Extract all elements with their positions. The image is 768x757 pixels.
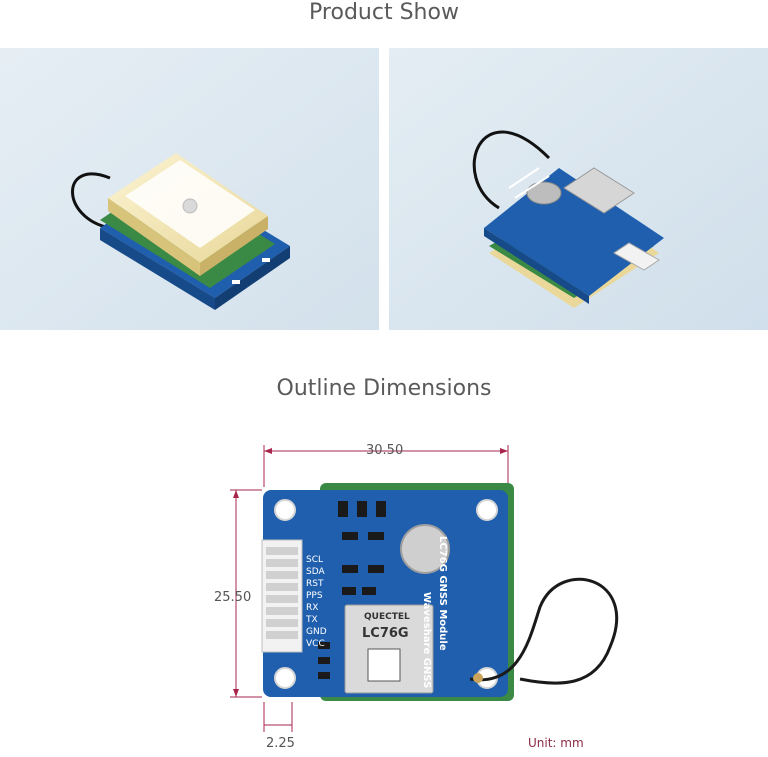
chip-model-label: LC76G bbox=[362, 626, 409, 641]
antenna-cable bbox=[469, 577, 619, 685]
product-photo-antenna-view bbox=[0, 48, 379, 330]
outline-dimensions-drawing bbox=[230, 445, 619, 732]
outline-dimensions-title: Outline Dimensions bbox=[276, 376, 492, 401]
unit-label: Unit: mm bbox=[528, 736, 584, 750]
product-show-title: Product Show bbox=[309, 0, 459, 25]
height-dimension-label: 25.50 bbox=[214, 590, 252, 605]
coin-battery bbox=[400, 524, 450, 574]
pin-label: TX bbox=[306, 615, 318, 625]
board-model-label: LC76G GNSS Module bbox=[437, 536, 448, 651]
pin-label: PPS bbox=[306, 591, 323, 601]
antenna-view-illustration bbox=[0, 48, 379, 330]
pin-label: GND bbox=[306, 627, 327, 637]
pin-label: SCL bbox=[306, 555, 324, 565]
pin-label: VCC bbox=[306, 639, 325, 649]
width-dimension-label: 30.50 bbox=[366, 443, 404, 458]
pin-label: RST bbox=[306, 579, 324, 589]
pin-label: RX bbox=[306, 603, 319, 613]
board-view-illustration bbox=[389, 48, 768, 330]
pin-label: SDA bbox=[306, 567, 325, 577]
offset-dimension-label: 2.25 bbox=[266, 736, 295, 751]
pin-labels: SCL SDA RST PPS RX TX GND VCC bbox=[306, 554, 327, 650]
product-photo-board-view bbox=[389, 48, 768, 330]
board-brand-label: Waveshare GNSS bbox=[421, 592, 432, 689]
chip-brand-label: QUECTEL bbox=[364, 612, 410, 622]
